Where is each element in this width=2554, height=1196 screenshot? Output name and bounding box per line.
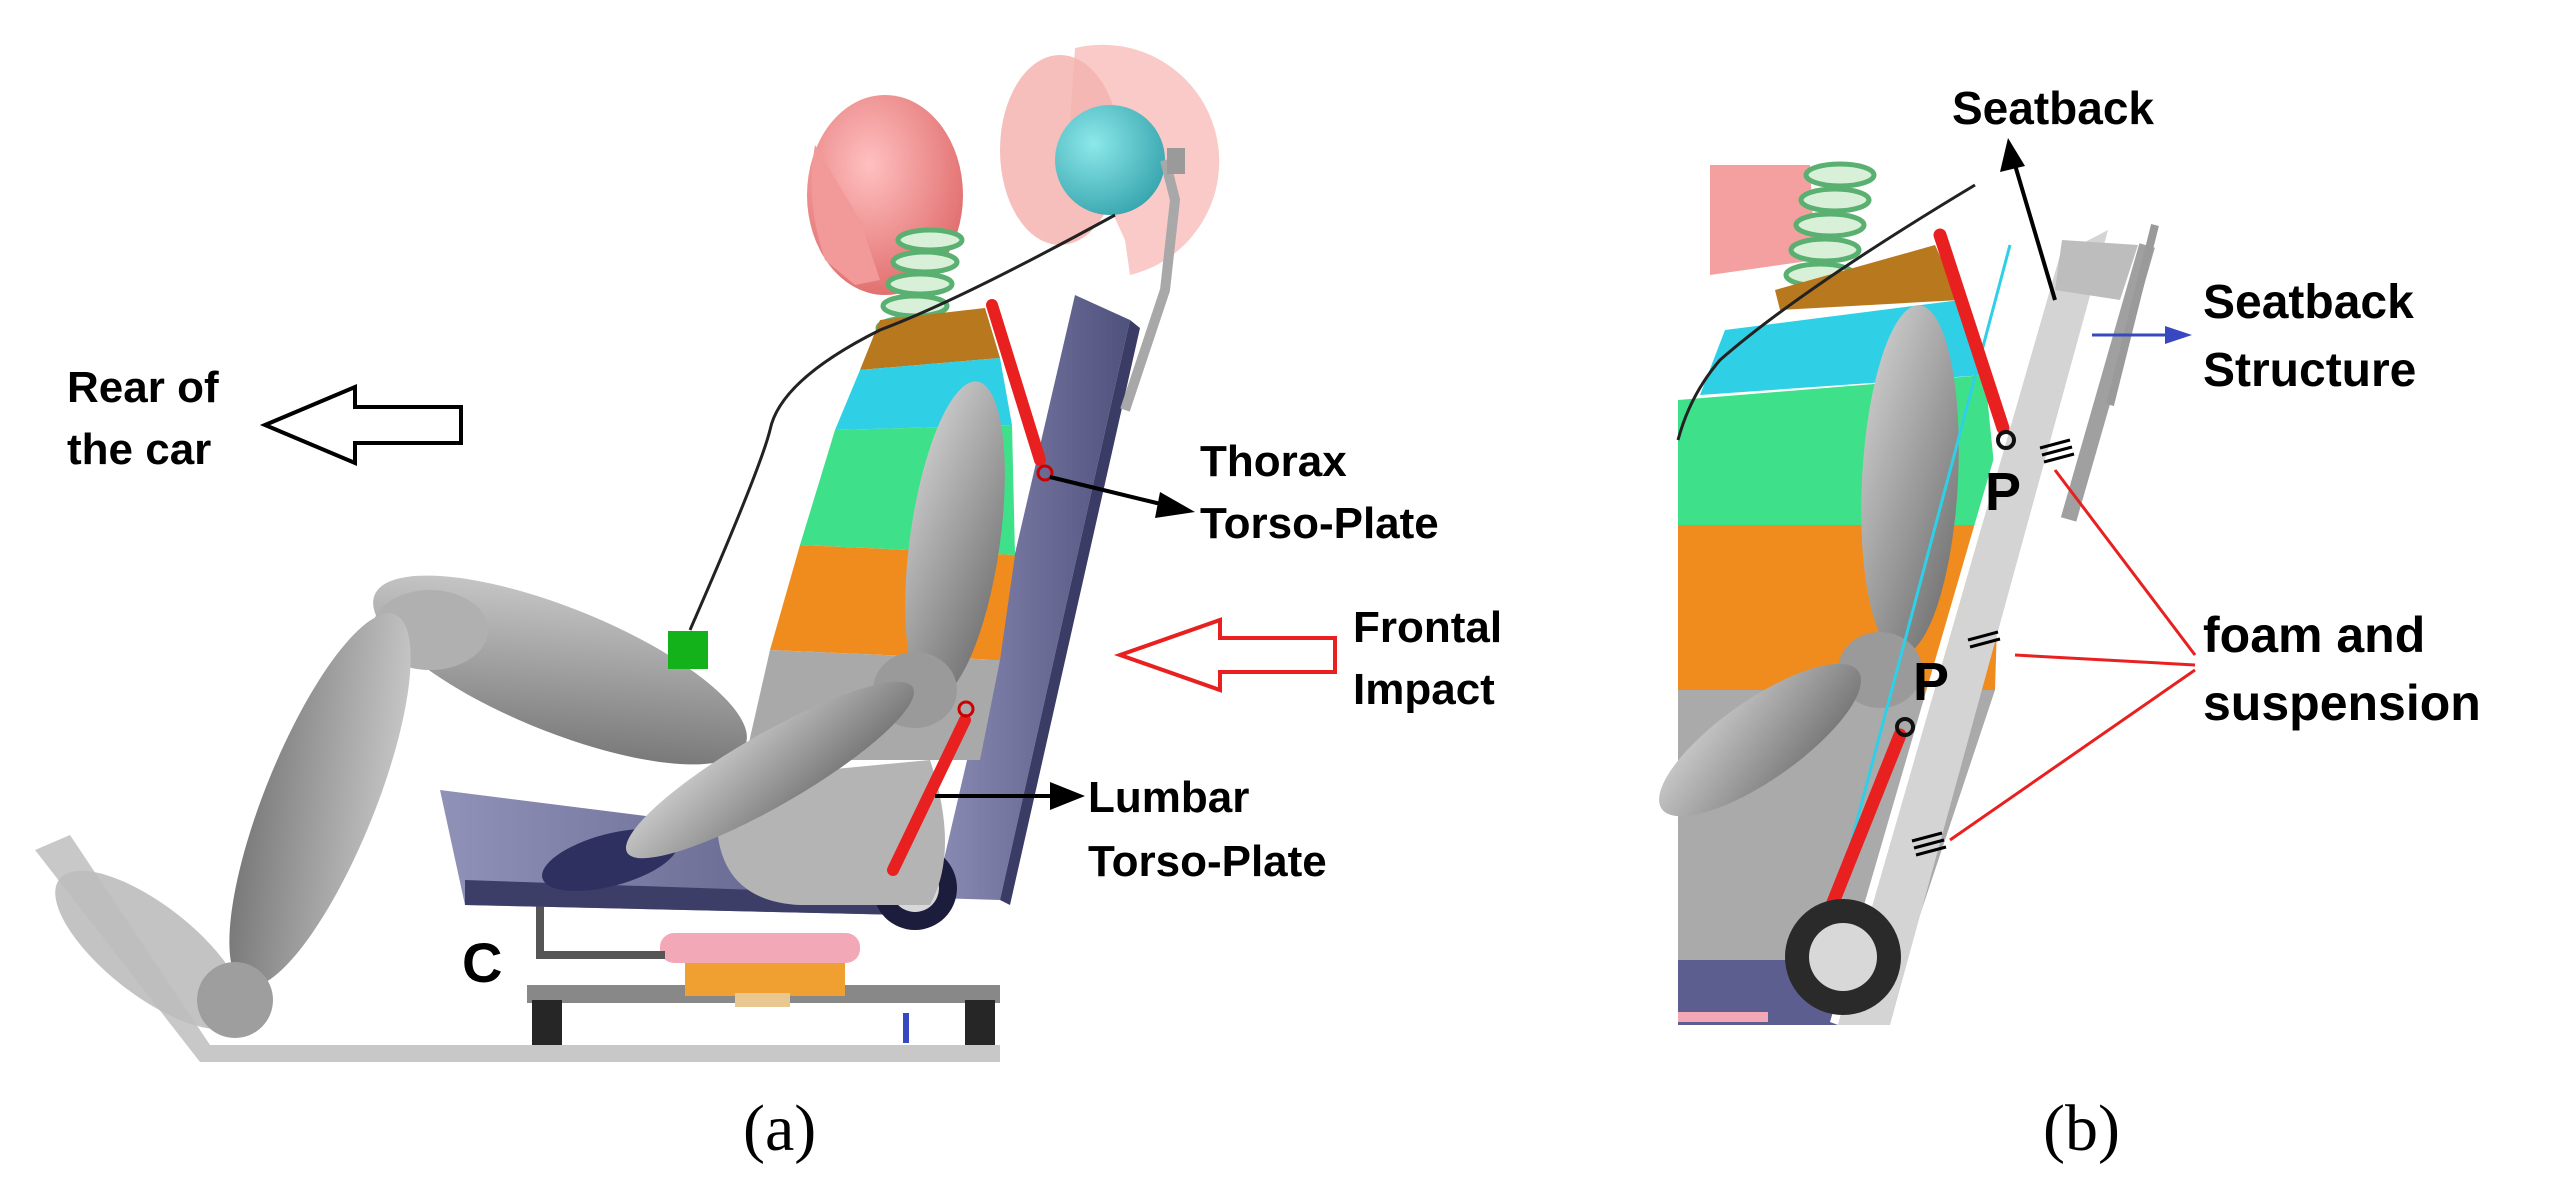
b-seat-belt	[1676, 183, 1976, 441]
b-forearm	[1659, 663, 1861, 817]
b-pivot-upper-label: P	[1985, 462, 2021, 522]
b-torso-brown	[1775, 245, 1960, 310]
ankle	[197, 962, 273, 1038]
b-seatback-pointer-line	[2013, 164, 2057, 301]
lumbar-torso-plate	[887, 714, 971, 876]
dummy-face	[811, 145, 880, 285]
lumbar-plate-pivot	[957, 700, 975, 718]
b-upper-arm	[1861, 305, 1959, 655]
thorax-torso-plate	[986, 299, 1046, 466]
left-thigh	[373, 575, 747, 765]
rear-label-line1: Rear of	[67, 363, 219, 412]
b-structure-label-line2: Structure	[2203, 344, 2416, 397]
b-foam-pointer-lines	[1949, 469, 2197, 842]
b-foam-label-line2: suspension	[2203, 675, 2481, 731]
belt-anchor-marker	[668, 631, 708, 669]
b-lumbar-pivot	[1895, 717, 1915, 737]
headrest-bar	[1120, 158, 1181, 412]
frontal-impact-arrow	[1113, 617, 1337, 693]
b-pivot-lower-label: P	[1913, 652, 1949, 712]
thorax-label-line2: Torso-Plate	[1200, 499, 1439, 548]
seat-adjuster-light	[735, 993, 790, 1007]
forearm	[625, 681, 915, 859]
b-thorax-pivot	[1996, 430, 2016, 450]
point-c-label: C	[462, 931, 502, 994]
lumbar-pointer-head	[1050, 782, 1085, 810]
b-seatback-label: Seatback	[1952, 82, 2154, 134]
thorax-plate-pivot	[1036, 464, 1054, 482]
b-seatback-pointer-head	[2000, 138, 2025, 172]
b-structure-rod	[2106, 224, 2159, 406]
caption-b: (b)	[2043, 1092, 2120, 1165]
headrest-bracket	[1167, 148, 1185, 174]
upper-arm	[905, 381, 1005, 699]
thorax-pointer-line	[1049, 475, 1166, 507]
b-seatback-panel	[1838, 230, 2108, 1025]
b-head	[1710, 165, 1815, 275]
seat-adjuster-pink	[660, 933, 860, 963]
thorax-label-line1: Thorax	[1200, 437, 1347, 486]
rail-marker	[903, 1013, 909, 1043]
rear-direction-arrow	[259, 383, 463, 467]
shin	[229, 613, 411, 987]
b-seatback-structure	[2055, 240, 2138, 300]
rear-label-line2: the car	[67, 425, 211, 474]
seat-belt	[688, 213, 1116, 631]
frontal-label-line1: Frontal	[1353, 603, 1502, 652]
seat-rail-foot-right	[965, 1000, 995, 1045]
seat-adjuster-orange	[685, 962, 845, 996]
b-structure-pointer-head	[2165, 326, 2192, 344]
b-structure-label-line1: Seatback	[2203, 276, 2414, 329]
seat-rail-foot-left	[532, 1000, 562, 1045]
b-foam-label-line1: foam and	[2203, 607, 2425, 663]
b-thorax-plate	[1933, 228, 2010, 435]
lumbar-label-line2: Torso-Plate	[1088, 837, 1327, 886]
foot	[55, 870, 245, 1030]
thorax-pointer-head	[1155, 492, 1195, 518]
seat-back-edge	[1000, 320, 1140, 905]
panel-a: Rear of the car Thorax Torso-Plate Front…	[35, 44, 1502, 1165]
panel-b: Seatback Seatback Structure foam and sus…	[1659, 82, 2481, 1165]
b-neck	[1783, 161, 1877, 289]
b-recliner-wheel-hub	[1809, 923, 1877, 991]
b-seat-pink	[1678, 1012, 1768, 1022]
headrest-ball	[1055, 105, 1165, 215]
c-bracket	[536, 885, 665, 959]
seat-back	[935, 295, 1130, 900]
frontal-label-line2: Impact	[1353, 665, 1495, 714]
caption-a: (a)	[743, 1092, 816, 1165]
lumbar-label-line1: Lumbar	[1088, 773, 1249, 822]
b-spring-symbols	[1911, 438, 2075, 857]
